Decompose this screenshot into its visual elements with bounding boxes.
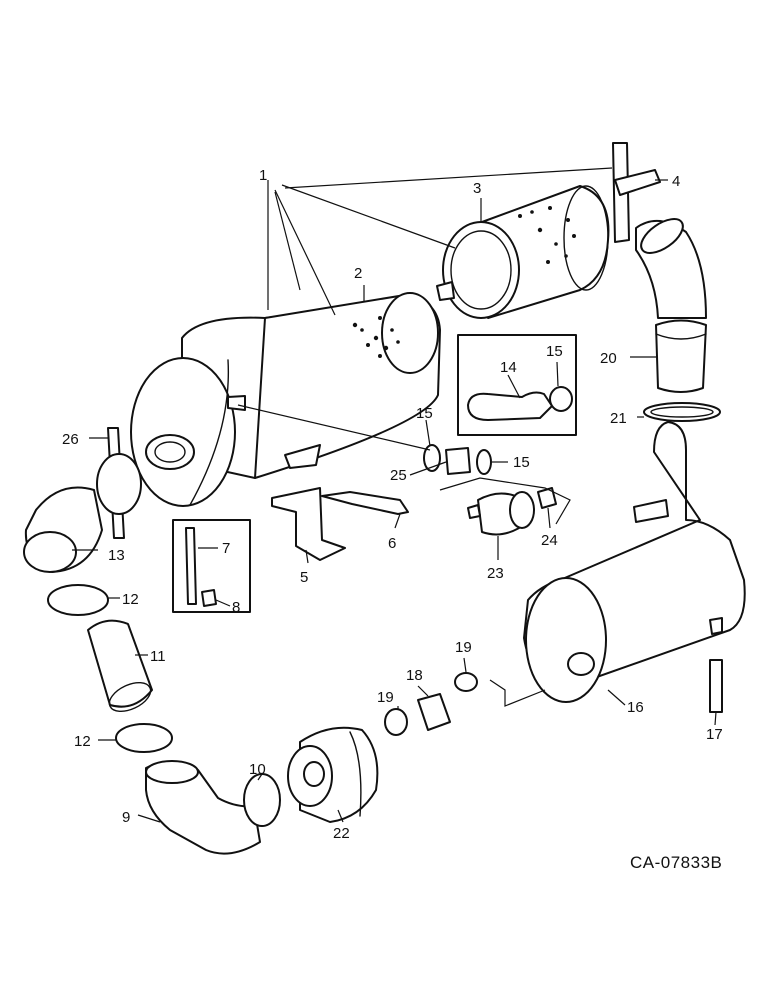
callout-12b: 12 bbox=[74, 733, 91, 750]
exhaust-elbow-pipe bbox=[635, 218, 707, 319]
callout-17: 17 bbox=[706, 726, 723, 743]
callout-6: 6 bbox=[388, 535, 396, 552]
detail-box-14-15 bbox=[457, 334, 577, 436]
callout-16: 16 bbox=[627, 699, 644, 716]
callout-24: 24 bbox=[541, 532, 558, 549]
callout-20: 20 bbox=[600, 350, 617, 367]
main-muffler bbox=[130, 292, 441, 507]
callout-2: 2 bbox=[354, 265, 362, 282]
callout-14: 14 bbox=[500, 359, 517, 376]
callout-8: 8 bbox=[232, 599, 240, 616]
callout-15b: 15 bbox=[416, 405, 433, 422]
callout-11: 11 bbox=[150, 648, 166, 665]
bracket-4 bbox=[612, 142, 661, 243]
detail-box-7-8 bbox=[172, 519, 251, 613]
callout-15a: 15 bbox=[546, 343, 563, 360]
elbow-13 bbox=[23, 486, 103, 573]
callout-7: 7 bbox=[222, 540, 230, 557]
pipe-clamps-12 bbox=[47, 584, 173, 753]
callout-19a: 19 bbox=[377, 689, 394, 706]
pre-cleaner-22 bbox=[287, 726, 379, 823]
callout-18: 18 bbox=[406, 667, 423, 684]
callout-23: 23 bbox=[487, 565, 504, 582]
clamp-ring-21 bbox=[643, 402, 721, 422]
callout-25: 25 bbox=[390, 467, 407, 484]
callout-21: 21 bbox=[610, 410, 627, 427]
adapter-tube-20 bbox=[655, 319, 707, 393]
leader-lines bbox=[72, 167, 717, 823]
pipe-11 bbox=[87, 619, 153, 713]
callout-5: 5 bbox=[300, 569, 308, 586]
coupling-18-19 bbox=[384, 672, 478, 736]
callout-12a: 12 bbox=[122, 591, 139, 608]
callout-13: 13 bbox=[108, 547, 125, 564]
rear-muffler-16 bbox=[523, 421, 746, 703]
callout-19b: 19 bbox=[455, 639, 472, 656]
callout-9: 9 bbox=[122, 809, 130, 826]
bracket-26 bbox=[96, 427, 142, 539]
callout-labels: 1 2 3 4 5 6 7 8 9 10 11 12 12 13 14 15 1… bbox=[62, 167, 723, 842]
callout-15c: 15 bbox=[513, 454, 530, 471]
callout-10: 10 bbox=[249, 761, 266, 778]
brackets-5-6 bbox=[271, 487, 409, 561]
callout-26: 26 bbox=[62, 431, 79, 448]
drawing-code: CA-07833B bbox=[630, 853, 722, 872]
coupling-25 bbox=[423, 444, 492, 475]
callout-22: 22 bbox=[333, 825, 350, 842]
elbow-pipe-9 bbox=[145, 760, 261, 855]
callout-1: 1 bbox=[259, 167, 267, 184]
callout-4: 4 bbox=[672, 173, 680, 190]
aspirator-valve-23 bbox=[467, 487, 557, 536]
clamp-10 bbox=[243, 773, 281, 827]
callout-3: 3 bbox=[473, 180, 481, 197]
muffler-canister bbox=[436, 185, 610, 319]
strap-17 bbox=[709, 659, 723, 713]
